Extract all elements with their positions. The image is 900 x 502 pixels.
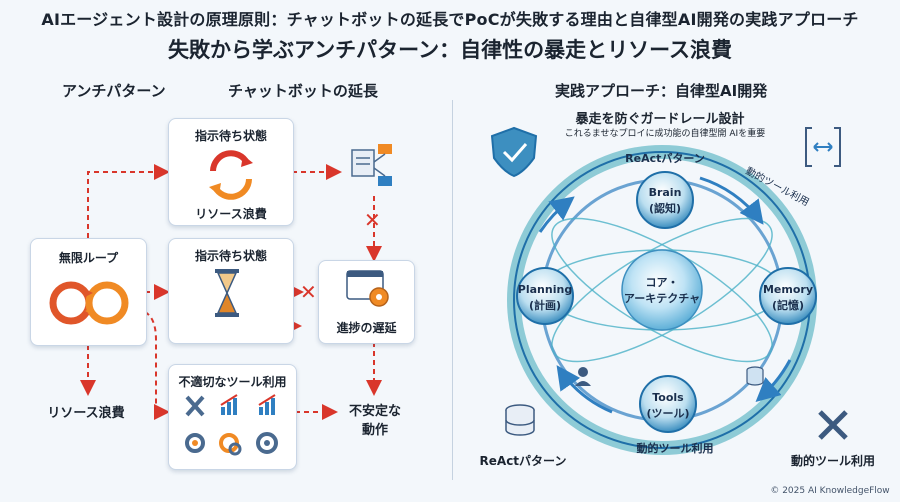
section-divider: [452, 100, 453, 480]
dynamic-tool-label: 動的ツール利用: [790, 454, 875, 468]
resource-waste-label: リソース浪費: [195, 207, 267, 221]
infinite-loop-label: 無限ループ: [58, 251, 119, 265]
bar-chart-icon: [220, 394, 238, 415]
blocked-x-icon: ✕: [364, 208, 381, 232]
wrench-icon: [185, 395, 205, 417]
browser-gear-icon: [346, 270, 389, 307]
loop-icon: [49, 281, 129, 325]
left-heading-chatbot: チャットボットの延長: [228, 82, 378, 100]
tools-node-label: Tools: [652, 391, 684, 404]
hourglass-icon: [215, 269, 239, 317]
react-pattern-label: ReActパターン: [479, 454, 567, 468]
gear-icon: [219, 433, 242, 456]
unstable-behavior-line2: 動作: [361, 423, 388, 438]
infinite-loop-box: 無限ループ: [30, 238, 147, 346]
page-subtitle: 失敗から学ぶアンチパターン：自律性の暴走とリソース浪費: [167, 38, 733, 62]
tool-grid-icons: [185, 394, 278, 456]
gear-icon: [256, 432, 278, 454]
waiting-state-label-2: 指示待ち状態: [194, 249, 267, 263]
bar-chart-icon: [258, 394, 276, 415]
brain-node-label: Brain: [648, 186, 682, 199]
resource-waste-final: リソース浪費: [47, 406, 125, 421]
guardrail-title: 暴走を防ぐガードレール設計: [575, 112, 745, 127]
tools-node-sub: (ツール): [646, 407, 690, 420]
tool-misuse-box: 不適切なツール利用: [168, 364, 297, 470]
core-label-line2: アーキテクチャ: [623, 292, 701, 305]
waiting-state-box-1: 指示待ち状態 リソース浪費: [168, 118, 294, 226]
react-arc-label: ReActパターン: [625, 152, 705, 165]
waiting-state-label: 指示待ち状態: [194, 129, 267, 143]
unstable-behavior-line1: 不安定な: [348, 404, 401, 419]
memory-node-label: Memory: [762, 283, 814, 296]
page-title: AIエージェント設計の原理原則：チャットボットの延長でPoCが失敗する理由と自律…: [41, 10, 859, 29]
waiting-state-box-2: 指示待ち状態: [168, 238, 294, 344]
gear-icon: [185, 433, 205, 453]
planning-node-sub: (計画): [528, 299, 562, 312]
core-label-line1: コア・: [645, 276, 679, 289]
left-heading-antipattern: アンチパターン: [62, 82, 166, 100]
dynamic-tool-arc-bottom: 動的ツール利用: [636, 442, 714, 455]
planning-node-label: Planning: [517, 283, 573, 296]
progress-delay-box: 進捗の遅延: [318, 260, 415, 344]
guardrail-subtitle: これるませなプロイに成功能の自律型開 AIを重要: [564, 129, 766, 139]
refresh-cycle-icon: [209, 150, 253, 200]
tool-misuse-label: 不適切なツール利用: [178, 375, 287, 389]
blocked-x-icon: ✕: [300, 280, 317, 304]
right-heading: 実践アプローチ：自律型AI開発: [555, 82, 768, 100]
brain-node-sub: (認知): [648, 202, 682, 215]
copyright: © 2025 AI KnowledgeFlow: [770, 486, 890, 496]
progress-delay-label: 進捗の遅延: [336, 321, 397, 335]
memory-node-sub: (記憶): [771, 299, 805, 312]
